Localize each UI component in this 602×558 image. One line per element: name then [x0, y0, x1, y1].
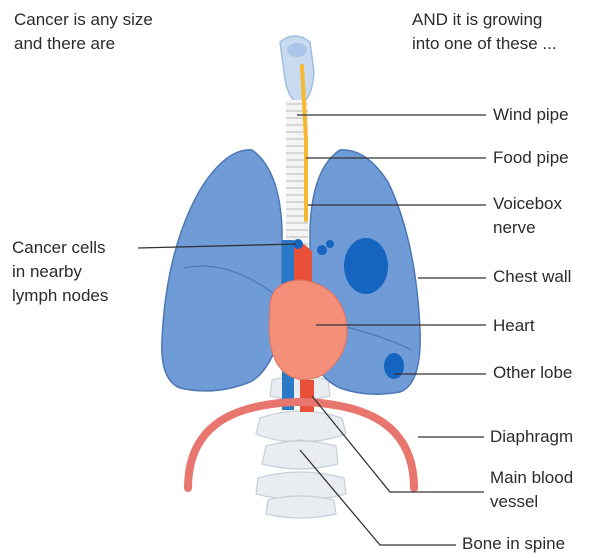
tumour-other-lobe	[384, 353, 404, 379]
lymph-node-2	[326, 240, 334, 248]
left-lung	[162, 150, 282, 391]
aorta	[300, 380, 314, 412]
tumour-primary	[344, 238, 388, 294]
lymph-node-1	[317, 245, 327, 255]
larynx-shape	[280, 36, 314, 104]
